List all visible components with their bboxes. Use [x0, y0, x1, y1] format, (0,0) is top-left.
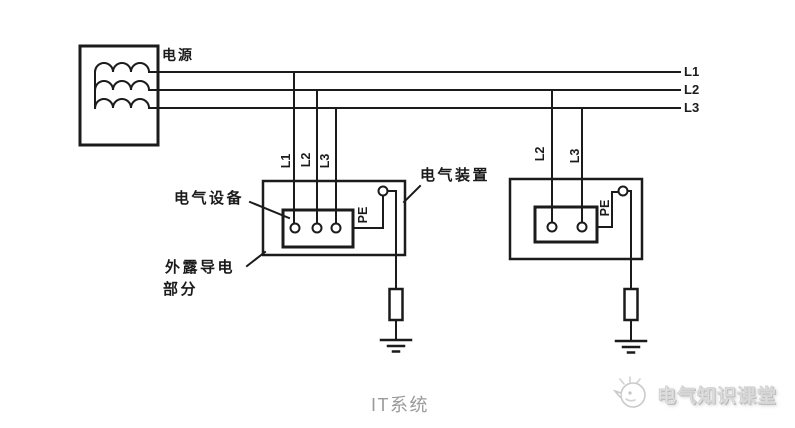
- installation-annotation: 电气装置: [420, 167, 491, 184]
- power-source-symbol: [78, 44, 681, 147]
- leader-exposed-part: [245, 250, 267, 268]
- device1-phase-label-l1: L1: [279, 153, 293, 169]
- device2-phase-label-l3: L3: [568, 148, 582, 164]
- bus-label-l3: L3: [684, 100, 700, 115]
- pe-connection-point: [377, 185, 389, 197]
- ground-symbol-2: [614, 339, 648, 354]
- equipment-annotation: 电气设备: [174, 190, 245, 207]
- device1-pe-conductor: [352, 195, 384, 229]
- bus-label-l1: L1: [684, 64, 700, 79]
- leader-lines: [245, 184, 422, 268]
- earth-electrode-1: [388, 287, 404, 322]
- terminal-circle: [576, 221, 588, 233]
- watermark-logo-icon: [612, 376, 646, 408]
- power-source-label: 电源: [162, 47, 194, 63]
- device2-equipment-box: [533, 205, 599, 244]
- installation-2-enclosure: [508, 177, 644, 261]
- earth-electrode-2: [623, 287, 639, 322]
- phase-line-L1: [93, 62, 681, 74]
- watermark: 电气知识课堂: [611, 374, 777, 414]
- device2-earth-lead: [626, 190, 632, 290]
- terminal-circle: [330, 222, 342, 234]
- pe-connection-point: [617, 185, 629, 197]
- phase-line-L2: [93, 80, 681, 92]
- terminal-circle: [289, 222, 301, 234]
- installation-1-enclosure: [261, 179, 407, 257]
- device1-phase-label-l2: L2: [299, 152, 313, 168]
- leader-installation: [402, 184, 422, 204]
- ground-symbol-1: [379, 338, 413, 353]
- device1-phase-label-l3: L3: [318, 153, 332, 169]
- watermark-text: 电气知识课堂: [657, 385, 778, 407]
- leader-equipment: [248, 200, 291, 220]
- installation-2: [508, 89, 648, 354]
- exposed-conductive-part-annotation-line2: 部分: [163, 281, 199, 298]
- device2-pe-conductor: [596, 191, 619, 228]
- phase-line-L3: [93, 98, 681, 110]
- device1-pe-label: PE: [356, 206, 370, 224]
- device2-phase-label-l2: L2: [533, 146, 547, 162]
- installation-1: [261, 71, 413, 353]
- device1-earth-lead: [386, 190, 397, 290]
- bus-label-l2: L2: [684, 82, 700, 97]
- figure-caption: IT系统: [371, 395, 429, 415]
- exposed-conductive-part-annotation-line1: 外露导电: [165, 259, 236, 276]
- device2-pe-label: PE: [598, 199, 612, 217]
- terminal-circle: [311, 222, 323, 234]
- terminal-circle: [546, 221, 558, 233]
